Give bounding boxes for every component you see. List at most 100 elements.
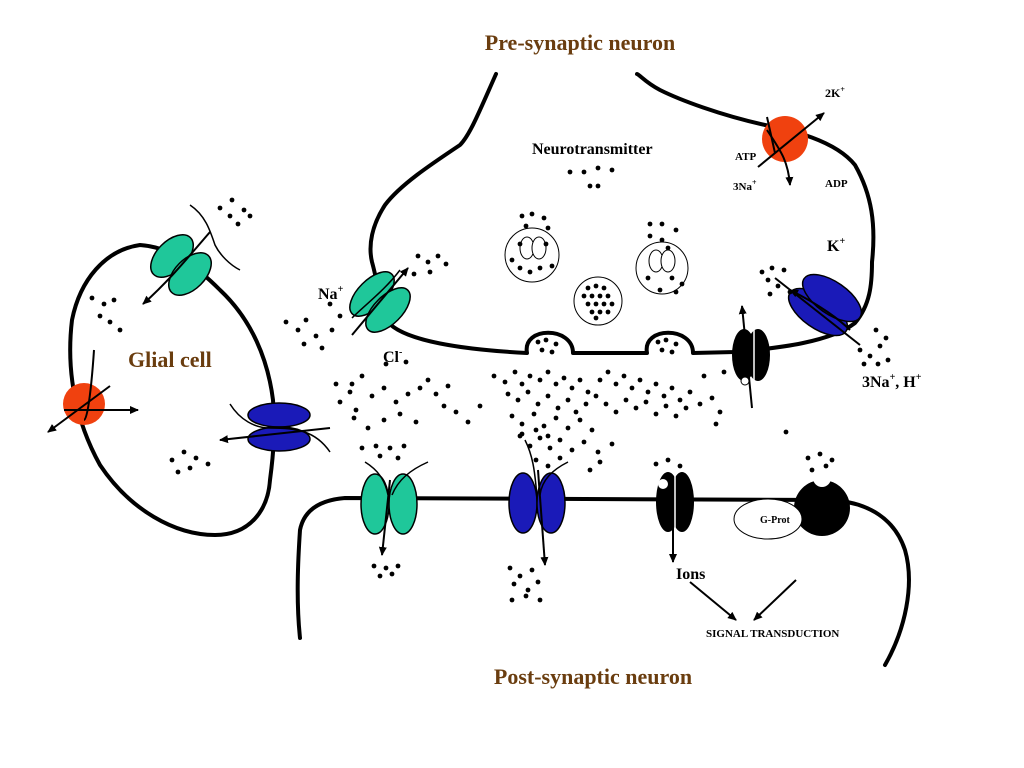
neurotransmitter-dot bbox=[589, 309, 595, 315]
k-na-h-exchanger bbox=[774, 273, 863, 346]
neurotransmitter-dot bbox=[425, 259, 431, 265]
neurotransmitter-dot bbox=[557, 455, 563, 461]
neurotransmitter-dot bbox=[169, 457, 175, 463]
neurotransmitter-dot bbox=[787, 289, 793, 295]
neurotransmitter-dot bbox=[717, 409, 723, 415]
vesicle-protein-icon bbox=[531, 236, 547, 260]
neurotransmitter-dot bbox=[647, 233, 653, 239]
neurotransmitter-dot bbox=[549, 263, 555, 269]
ions-label: Ions bbox=[676, 566, 705, 583]
glial-cell-label: Glial cell bbox=[128, 347, 212, 372]
neurotransmitter-dot bbox=[443, 261, 449, 267]
neurotransmitter-dot bbox=[589, 293, 595, 299]
neurotransmitter-dot bbox=[465, 419, 471, 425]
neurotransmitter-dot bbox=[601, 301, 607, 307]
neurotransmitter-dot bbox=[533, 457, 539, 463]
neurotransmitter-dot bbox=[453, 409, 459, 415]
neurotransmitter-dot bbox=[543, 337, 549, 343]
neurotransmitter-dot bbox=[585, 389, 591, 395]
neurotransmitter-dot bbox=[595, 449, 601, 455]
na-h-label: 3Na+, H+ bbox=[862, 372, 922, 391]
neurotransmitter-dot bbox=[549, 349, 555, 355]
neurotransmitter-dot bbox=[581, 439, 587, 445]
neurotransmitter-dot bbox=[765, 277, 771, 283]
neurotransmitter-dot bbox=[535, 579, 541, 585]
neurotransmitter-dot bbox=[809, 467, 815, 473]
glial-teal-transporter bbox=[142, 204, 241, 305]
neurotransmitter-dot bbox=[241, 207, 247, 213]
neurotransmitter-dot bbox=[653, 461, 659, 467]
neurotransmitter-dot bbox=[313, 333, 319, 339]
neurotransmitter-dot bbox=[867, 353, 873, 359]
neurotransmitter-dot bbox=[597, 309, 603, 315]
neurotransmitter-dot bbox=[721, 369, 727, 375]
neurotransmitter-dot bbox=[883, 335, 889, 341]
postsynaptic-teal-channel bbox=[360, 461, 429, 556]
neurotransmitter-dot bbox=[665, 457, 671, 463]
neurotransmitter-dot bbox=[433, 391, 439, 397]
neurotransmitter-dot bbox=[181, 449, 187, 455]
neurotransmitter-dot bbox=[643, 399, 649, 405]
neurotransmitter-dot bbox=[371, 563, 377, 569]
gprotein-to-signal-arrow bbox=[753, 579, 797, 621]
neurotransmitter-dot bbox=[861, 361, 867, 367]
neurotransmitter-dot bbox=[613, 409, 619, 415]
na-label: Na+ bbox=[318, 284, 344, 303]
neurotransmitter-dot bbox=[653, 381, 659, 387]
neurotransmitter-dot bbox=[573, 409, 579, 415]
neurotransmitter-dot bbox=[427, 269, 433, 275]
neurotransmitter-dot bbox=[817, 451, 823, 457]
neurotransmitter-dot bbox=[659, 347, 665, 353]
neurotransmitter-dot bbox=[535, 339, 541, 345]
neurotransmitter-dot bbox=[829, 457, 835, 463]
neurotransmitter-dot bbox=[519, 213, 525, 219]
neurotransmitter-dot bbox=[605, 293, 611, 299]
neurotransmitter-dot bbox=[673, 289, 679, 295]
neurotransmitter-dot bbox=[585, 285, 591, 291]
neurotransmitter-dot bbox=[397, 411, 403, 417]
neurotransmitter-dot bbox=[349, 381, 355, 387]
neurotransmitter-dot bbox=[613, 381, 619, 387]
neurotransmitter-dot bbox=[381, 417, 387, 423]
neurotransmitter-dot bbox=[509, 257, 515, 263]
two-k-label: 2K+ bbox=[825, 85, 845, 100]
neurotransmitter-dot bbox=[523, 593, 529, 599]
neurotransmitter-dot bbox=[673, 413, 679, 419]
neurotransmitter-dot bbox=[767, 291, 773, 297]
neurotransmitter-dot bbox=[673, 227, 679, 233]
neurotransmitter-dot bbox=[759, 269, 765, 275]
neurotransmitter-dot bbox=[117, 327, 123, 333]
neurotransmitter-dot bbox=[583, 401, 589, 407]
neurotransmitter-dot bbox=[395, 455, 401, 461]
neurotransmitter-dot bbox=[697, 401, 703, 407]
neurotransmitter-dot bbox=[593, 393, 599, 399]
neurotransmitter-dot bbox=[655, 339, 661, 345]
neurotransmitter-dot bbox=[89, 295, 95, 301]
neurotransmitter-dot bbox=[537, 597, 543, 603]
neurotransmitter-dot bbox=[663, 403, 669, 409]
k-label: K+ bbox=[827, 236, 845, 255]
neurotransmitter-dot bbox=[101, 301, 107, 307]
neurotransmitter-dot bbox=[523, 223, 529, 229]
neurotransmitter-dot bbox=[329, 327, 335, 333]
neurotransmitter-dot bbox=[553, 381, 559, 387]
neurotransmitter-dot bbox=[597, 459, 603, 465]
neurotransmitter-dot bbox=[857, 347, 863, 353]
neurotransmitter-dot bbox=[537, 435, 543, 441]
neurotransmitter-dot bbox=[597, 377, 603, 383]
neurotransmitter-dot bbox=[569, 385, 575, 391]
neurotransmitter-dot bbox=[319, 345, 325, 351]
neurotransmitter-dot bbox=[589, 427, 595, 433]
neurotransmitter-dot bbox=[529, 211, 535, 217]
neurotransmitter-dot bbox=[629, 385, 635, 391]
neurotransmitter-dot bbox=[531, 411, 537, 417]
signal-transduction-label: SIGNAL TRANSDUCTION bbox=[706, 628, 839, 640]
g-protein-coupled-receptor bbox=[733, 469, 850, 540]
neurotransmitter-dot bbox=[217, 205, 223, 211]
glial-cell-membrane bbox=[68, 243, 276, 537]
neurotransmitter-dot bbox=[519, 421, 525, 427]
neurotransmitter-dot bbox=[587, 467, 593, 473]
presynaptic-autoreceptor bbox=[732, 305, 770, 409]
